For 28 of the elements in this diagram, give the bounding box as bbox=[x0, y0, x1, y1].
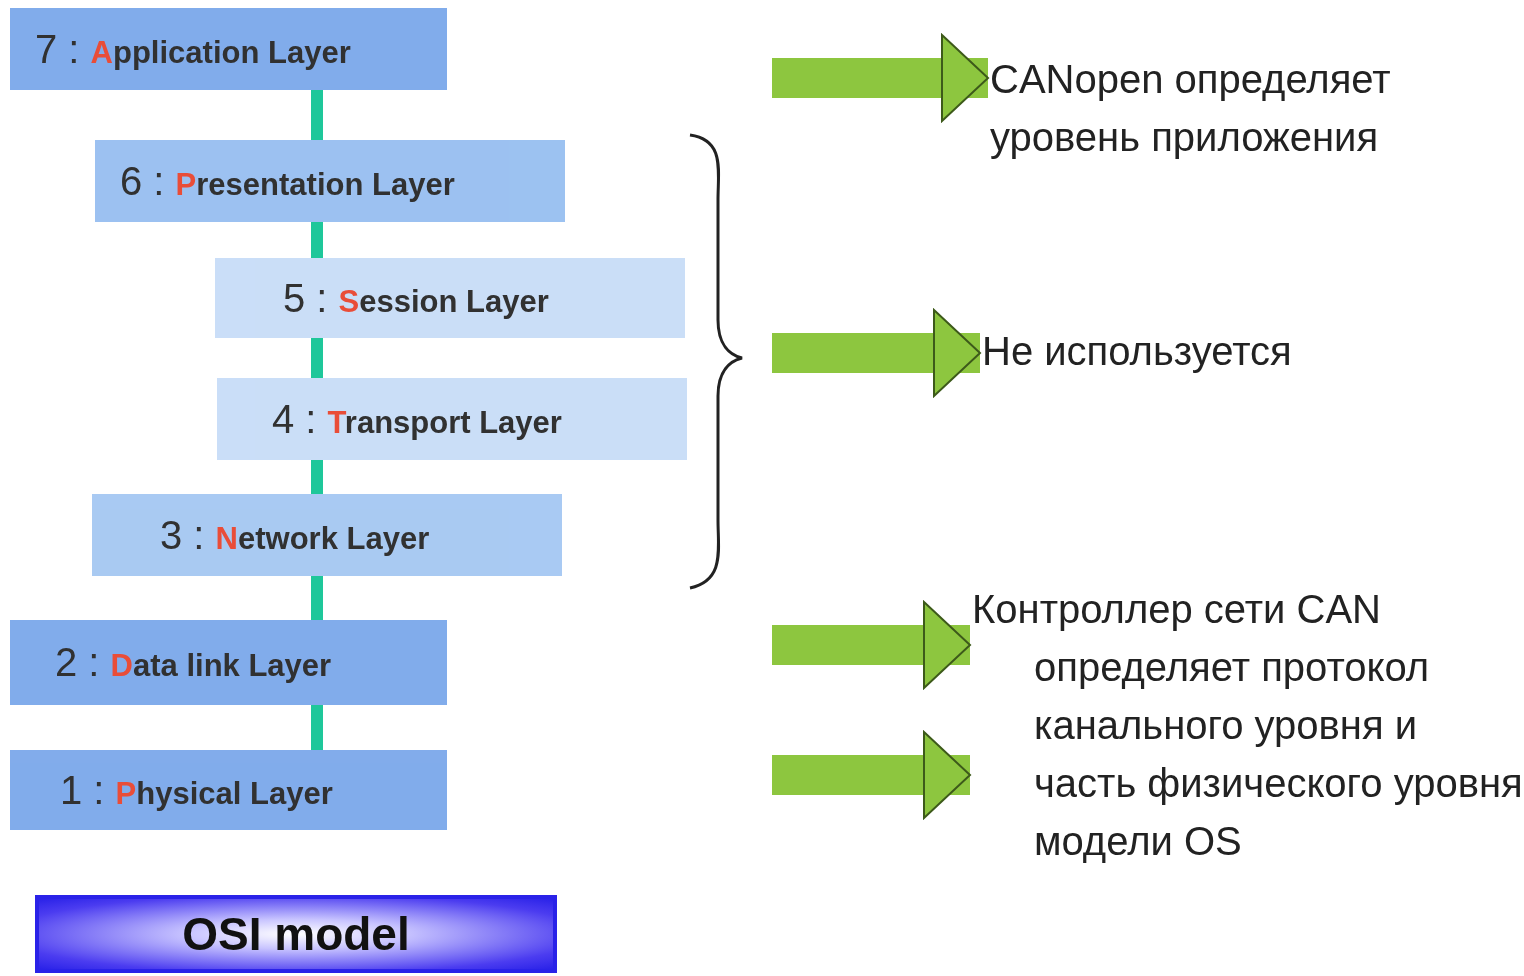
connector-line bbox=[311, 705, 323, 750]
note-text: Не используется bbox=[982, 322, 1402, 388]
note-text: CANopen определяет уровень приложения bbox=[990, 50, 1490, 240]
layer-label: 4 : Transport Layer bbox=[272, 396, 562, 442]
note-text: Контроллер сети CAN определяет протокол канального уровня и часть физического уровня модели OS bbox=[972, 580, 1524, 870]
connector-line bbox=[311, 576, 323, 620]
connector-line bbox=[311, 222, 323, 258]
layer-box bbox=[92, 494, 562, 576]
layer-box bbox=[215, 258, 685, 338]
title-banner: OSI model bbox=[35, 895, 557, 973]
block-arrow bbox=[772, 34, 989, 122]
block-arrow bbox=[772, 731, 971, 819]
connector-line bbox=[311, 460, 323, 494]
layer-label: 5 : Session Layer bbox=[283, 275, 549, 321]
connector-line bbox=[311, 338, 323, 378]
layer-box bbox=[10, 750, 447, 830]
layer-label: 1 : Physical Layer bbox=[60, 767, 333, 813]
connector-line bbox=[311, 90, 323, 140]
layer-label: 7 : Application Layer bbox=[35, 26, 351, 72]
layer-label: 2 : Data link Layer bbox=[55, 640, 332, 685]
layer-box bbox=[95, 140, 565, 222]
layer-box bbox=[10, 620, 447, 705]
layer-box bbox=[10, 8, 447, 90]
layer-box bbox=[217, 378, 687, 460]
block-arrow bbox=[772, 309, 981, 397]
layer-label: 6 : Presentation Layer bbox=[120, 158, 455, 204]
block-arrow bbox=[772, 601, 971, 689]
layer-label: 3 : Network Layer bbox=[160, 512, 430, 558]
